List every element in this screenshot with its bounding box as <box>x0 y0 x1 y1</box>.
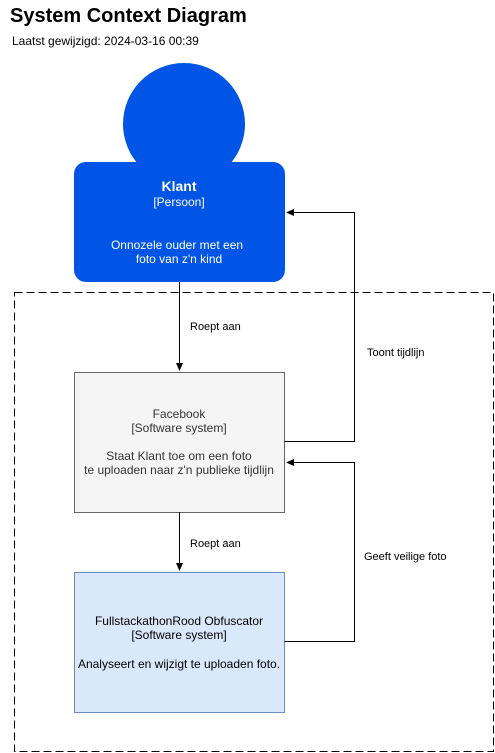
system-boundary <box>14 292 494 752</box>
relation-facebook-to-klant-label: Toont tijdlijn <box>367 347 424 359</box>
system-obfuscator[interactable]: FullstackathonRood Obfuscator [Software … <box>74 572 285 713</box>
person-body <box>74 162 285 282</box>
person-type: [Persoon] <box>153 195 204 209</box>
relation-facebook-to-obfuscator-label: Roept aan <box>190 538 241 550</box>
system-facebook-description-line2: te uploaden naar z'n publieke tijdlijn <box>84 463 274 477</box>
relation-klant-to-facebook-label: Roept aan <box>190 321 241 333</box>
relation-facebook-to-obfuscator: Roept aan <box>176 512 241 571</box>
system-obfuscator-description: Analyseert en wijzigt te uploaden foto. <box>78 657 280 671</box>
person-description-line2: foto van z'n kind <box>136 252 222 266</box>
relation-klant-to-facebook: Roept aan <box>176 282 241 371</box>
person-description-line1: Onnozele ouder met een <box>111 238 243 252</box>
system-facebook-name: Facebook <box>153 407 207 421</box>
system-facebook-box <box>74 372 285 513</box>
person-klant[interactable]: Klant [Persoon] Onnozele ouder met een f… <box>74 63 285 282</box>
relation-obfuscator-to-facebook-label: Geeft veilige foto <box>364 551 447 563</box>
relation-obfuscator-to-facebook: Geeft veilige foto <box>284 459 447 642</box>
diagram-title: System Context Diagram <box>10 5 247 27</box>
person-head-icon <box>123 63 245 185</box>
relation-facebook-to-klant-line <box>284 209 355 442</box>
system-facebook[interactable]: Facebook [Software system] Staat Klant t… <box>74 372 285 513</box>
system-obfuscator-type: [Software system] <box>131 628 226 642</box>
person-name: Klant <box>162 178 197 194</box>
relation-facebook-to-klant: Toont tijdlijn <box>284 209 424 442</box>
last-modified-text: Laatst gewijzigd: 2024-03-16 00:39 <box>12 34 199 48</box>
system-obfuscator-box <box>74 572 285 713</box>
relation-obfuscator-to-facebook-line <box>284 459 355 642</box>
system-facebook-description-line1: Staat Klant toe om een foto <box>106 449 252 463</box>
system-facebook-type: [Software system] <box>131 421 226 435</box>
system-obfuscator-name: FullstackathonRood Obfuscator <box>95 614 263 628</box>
